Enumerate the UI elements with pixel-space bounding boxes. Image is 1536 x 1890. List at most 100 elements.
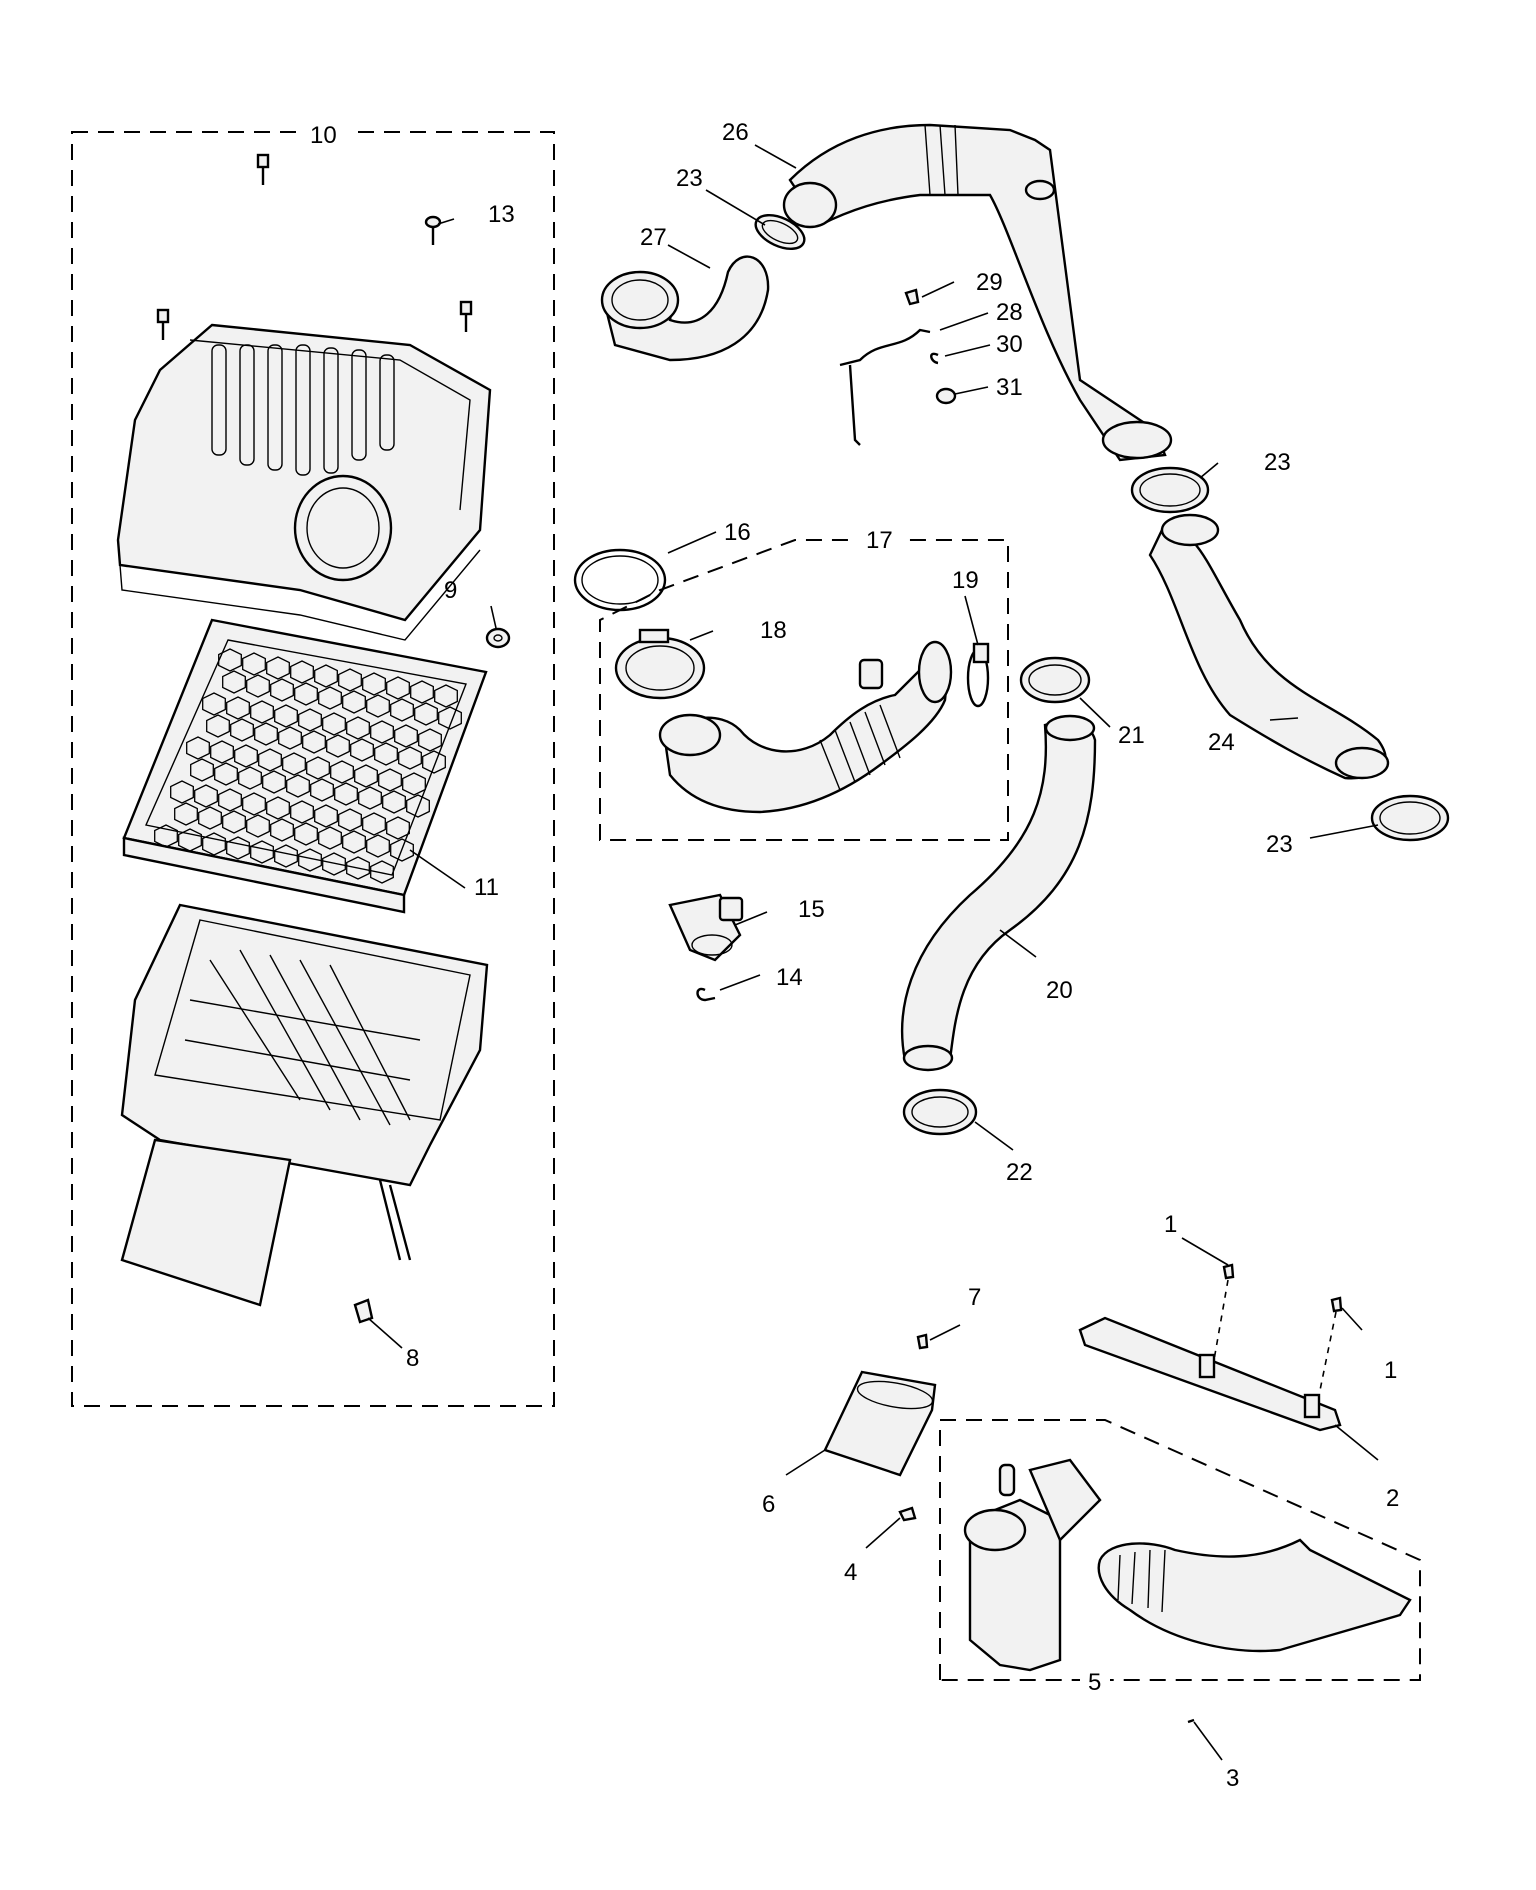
- honeycomb-cell: [258, 748, 282, 772]
- callout-30: 30: [996, 331, 1023, 358]
- honeycomb-cell: [174, 802, 198, 826]
- callout-4: 4: [844, 1559, 857, 1586]
- bolt-29: [904, 288, 920, 306]
- honeycomb-cell: [194, 784, 218, 808]
- honeycomb-cell: [418, 728, 442, 752]
- callout-31: 31: [996, 374, 1023, 401]
- callout-26: 26: [722, 119, 749, 146]
- screw-1a: [1222, 1263, 1235, 1280]
- bracket-28: [839, 328, 931, 446]
- callout-10: 10: [310, 122, 337, 149]
- screw-1b: [1330, 1296, 1343, 1313]
- honeycomb-cell: [338, 808, 362, 832]
- elbow-hose-27: [600, 255, 770, 362]
- honeycomb-cell: [294, 822, 318, 846]
- honeycomb-cell: [338, 668, 362, 692]
- honeycomb-cell: [434, 684, 458, 708]
- honeycomb-cell: [274, 844, 298, 868]
- hose-24: [1148, 513, 1390, 780]
- air-cleaner-cover: [116, 323, 492, 641]
- callout-1-right: 1: [1384, 1357, 1397, 1384]
- honeycomb-cell: [358, 786, 382, 810]
- honeycomb-cell: [202, 832, 226, 856]
- honeycomb-cell: [386, 676, 410, 700]
- callout-2: 2: [1386, 1485, 1399, 1512]
- honeycomb-cell: [330, 760, 354, 784]
- honeycomb-cell: [266, 656, 290, 680]
- honeycomb-cell: [266, 796, 290, 820]
- honeycomb-cell: [290, 800, 314, 824]
- honeycomb-cell: [186, 736, 210, 760]
- honeycomb-cell: [390, 698, 414, 722]
- honeycomb-cell: [210, 740, 234, 764]
- honeycomb-cell: [298, 848, 322, 872]
- honeycomb-cell: [282, 752, 306, 776]
- honeycomb-cell: [254, 722, 278, 746]
- bolt-4: [898, 1506, 917, 1522]
- honeycomb-cell: [378, 768, 402, 792]
- honeycomb-cell: [346, 856, 370, 880]
- callout-14: 14: [776, 964, 803, 991]
- screw-7: [916, 1333, 929, 1350]
- callout-18: 18: [760, 617, 787, 644]
- callout-29: 29: [976, 269, 1003, 296]
- honeycomb-cell: [198, 806, 222, 830]
- honeycomb-cell: [398, 746, 422, 770]
- honeycomb-cell: [202, 692, 226, 716]
- honeycomb-cell: [318, 826, 342, 850]
- grommet-9: [485, 627, 511, 649]
- honeycomb-cell: [214, 762, 238, 786]
- honeycomb-cell: [226, 836, 250, 860]
- callout-15: 15: [798, 896, 825, 923]
- resonator-5: [963, 1458, 1102, 1672]
- callout-23-bottom: 23: [1266, 831, 1293, 858]
- honeycomb-cell: [270, 818, 294, 842]
- callout-5: 5: [1088, 1669, 1101, 1696]
- honeycomb-cell: [414, 702, 438, 726]
- leader-lines: [367, 144, 1379, 1761]
- clamp-23-top: [754, 214, 806, 250]
- honeycomb-cell: [242, 652, 266, 676]
- callout-9: 9: [444, 577, 457, 604]
- honeycomb-cell: [342, 830, 366, 854]
- honeycomb-cell: [294, 682, 318, 706]
- bolt-right: [459, 300, 473, 332]
- seal-ring-16: [573, 548, 667, 612]
- honeycomb-cell: [206, 714, 230, 738]
- honeycomb-cell: [170, 780, 194, 804]
- intake-scoop-2: [1078, 1316, 1342, 1432]
- clamp-18: [614, 628, 706, 700]
- clip-8: [353, 1298, 374, 1324]
- honeycomb-cell: [218, 788, 242, 812]
- honeycomb-cell: [238, 766, 262, 790]
- honeycomb-cell: [290, 660, 314, 684]
- callout-20: 20: [1046, 977, 1073, 1004]
- intake-duct-17: [658, 640, 953, 814]
- honeycomb-cell: [298, 708, 322, 732]
- callout-3: 3: [1226, 1765, 1239, 1792]
- callout-23-top: 23: [676, 165, 703, 192]
- callout-11: 11: [474, 874, 499, 901]
- honeycomb-cell: [346, 716, 370, 740]
- honeycomb-cell: [402, 772, 426, 796]
- honeycomb-cell: [322, 852, 346, 876]
- honeycomb-cell: [310, 778, 334, 802]
- hose-20: [901, 714, 1097, 1072]
- honeycomb-cell: [362, 812, 386, 836]
- sensor-15: [668, 893, 744, 962]
- honeycomb-cell: [366, 694, 390, 718]
- honeycomb-cell: [322, 712, 346, 736]
- honeycomb-cell: [234, 744, 258, 768]
- callout-27: 27: [640, 224, 667, 251]
- honeycomb-cell: [230, 718, 254, 742]
- honeycomb-cell: [318, 686, 342, 710]
- screw-3: [1187, 1718, 1195, 1724]
- honeycomb-cell: [394, 724, 418, 748]
- callout-28: 28: [996, 299, 1023, 326]
- honeycomb-cell: [246, 674, 270, 698]
- honeycomb-cell: [342, 690, 366, 714]
- callout-1-left: 1: [1164, 1211, 1177, 1238]
- honeycomb-cell: [218, 648, 242, 672]
